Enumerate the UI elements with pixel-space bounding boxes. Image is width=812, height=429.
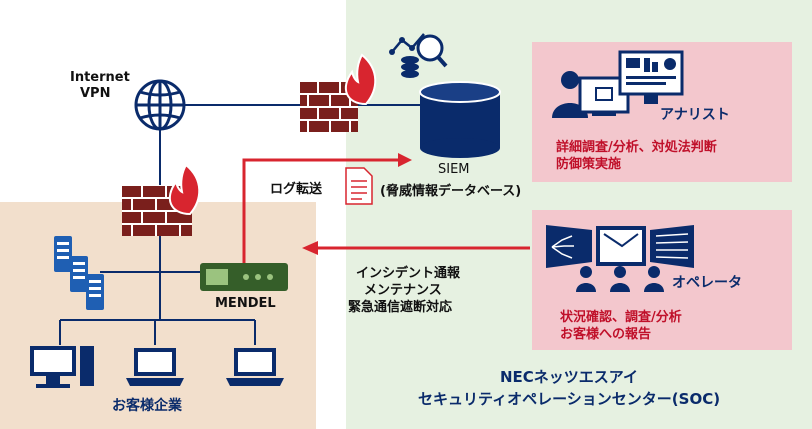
- action-emergency-block: 緊急通信遮断対応: [348, 300, 453, 315]
- soc-center-name: セキュリティオペレーションセンター(SOC): [418, 390, 721, 408]
- operator-title: オペレータ: [672, 275, 742, 291]
- firewall-icon-soc: [300, 53, 377, 132]
- action-incident-report: インシデント通報: [356, 266, 461, 281]
- analyst-title: アナリスト: [660, 107, 730, 123]
- operator-task-1: 状況確認、調査/分析: [560, 310, 682, 325]
- laptop-icon-1: [126, 348, 184, 386]
- siem-title: SIEM: [438, 162, 470, 177]
- response-arrow: [302, 241, 530, 255]
- log-transfer-label: ログ転送: [270, 182, 323, 197]
- analyst-icon: [552, 50, 684, 118]
- desktop-pc-icon: [30, 346, 94, 388]
- firewall-icon-customer: [122, 163, 201, 236]
- soc-company-name: NECネッツエスアイ: [500, 368, 639, 386]
- action-maintenance: メンテナンス: [364, 283, 442, 298]
- siem-subtitle: (脅威情報データベース): [380, 184, 522, 199]
- operator-icon: [546, 225, 694, 292]
- analytics-icon: [389, 33, 448, 78]
- customer-area: [0, 202, 316, 429]
- mendel-device-icon: [200, 263, 288, 291]
- siem-database-icon: [419, 81, 501, 158]
- analyst-task-2: 防御策実施: [556, 157, 622, 172]
- customer-name: お客様企業: [112, 398, 182, 414]
- log-transfer-arrow: [242, 153, 412, 263]
- vpn-label: VPN: [80, 86, 111, 101]
- internet-label: Internet: [70, 70, 130, 85]
- laptop-icon-2: [226, 348, 284, 386]
- operator-task-2: お客様への報告: [560, 327, 652, 342]
- server-icons: [54, 236, 104, 310]
- analyst-task-1: 詳細調査/分析、対処法判断: [556, 140, 717, 155]
- mendel-label: MENDEL: [215, 296, 276, 311]
- globe-icon: [134, 79, 186, 131]
- document-icon: [345, 167, 373, 205]
